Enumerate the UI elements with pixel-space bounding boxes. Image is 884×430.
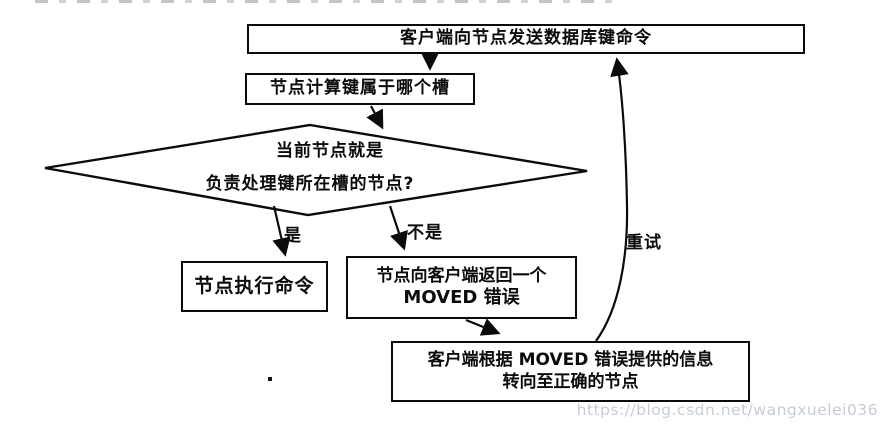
node-redirect-line2: 转向至正确的节点 (502, 371, 639, 392)
edge-label-yes: 是 (284, 226, 302, 246)
node-execute-command: 节点执行命令 (181, 261, 328, 312)
node-redirect: 客户端根据 MOVED 错误提供的信息 转向至正确的节点 (391, 341, 750, 402)
node-calc-slot: 节点计算键属于哪个槽 (245, 73, 475, 105)
node-send-command: 客户端向节点发送数据库键命令 (247, 24, 805, 54)
arrow-moved-to-redirect (465, 318, 501, 336)
arrow-retry-to-send (595, 57, 629, 342)
scan-artifact-dot (268, 377, 272, 381)
arrow-no-to-moved (388, 205, 408, 251)
scan-artifact-strip (35, 0, 615, 3)
node-execute-command-label: 节点执行命令 (194, 274, 315, 297)
edge-label-retry: 重试 (626, 233, 662, 253)
node-moved-error-line2: MOVED 错误 (403, 286, 520, 308)
node-redirect-line1: 客户端根据 MOVED 错误提供的信息 (427, 350, 714, 371)
node-calc-slot-label: 节点计算键属于哪个槽 (270, 78, 450, 99)
node-moved-error-line1: 节点向客户端返回一个 (376, 265, 547, 286)
node-send-command-label: 客户端向节点发送数据库键命令 (400, 28, 652, 49)
node-moved-error: 节点向客户端返回一个 MOVED 错误 (346, 256, 577, 319)
arrow-calc-to-decision (366, 105, 384, 130)
edge-label-no: 不是 (407, 223, 443, 243)
watermark-text: https://blog.csdn.net/wangxuelei036 (576, 401, 878, 419)
decision-label-line1: 当前节点就是 (276, 141, 384, 161)
decision-label-line2: 负责处理键所在槽的节点? (205, 174, 415, 194)
